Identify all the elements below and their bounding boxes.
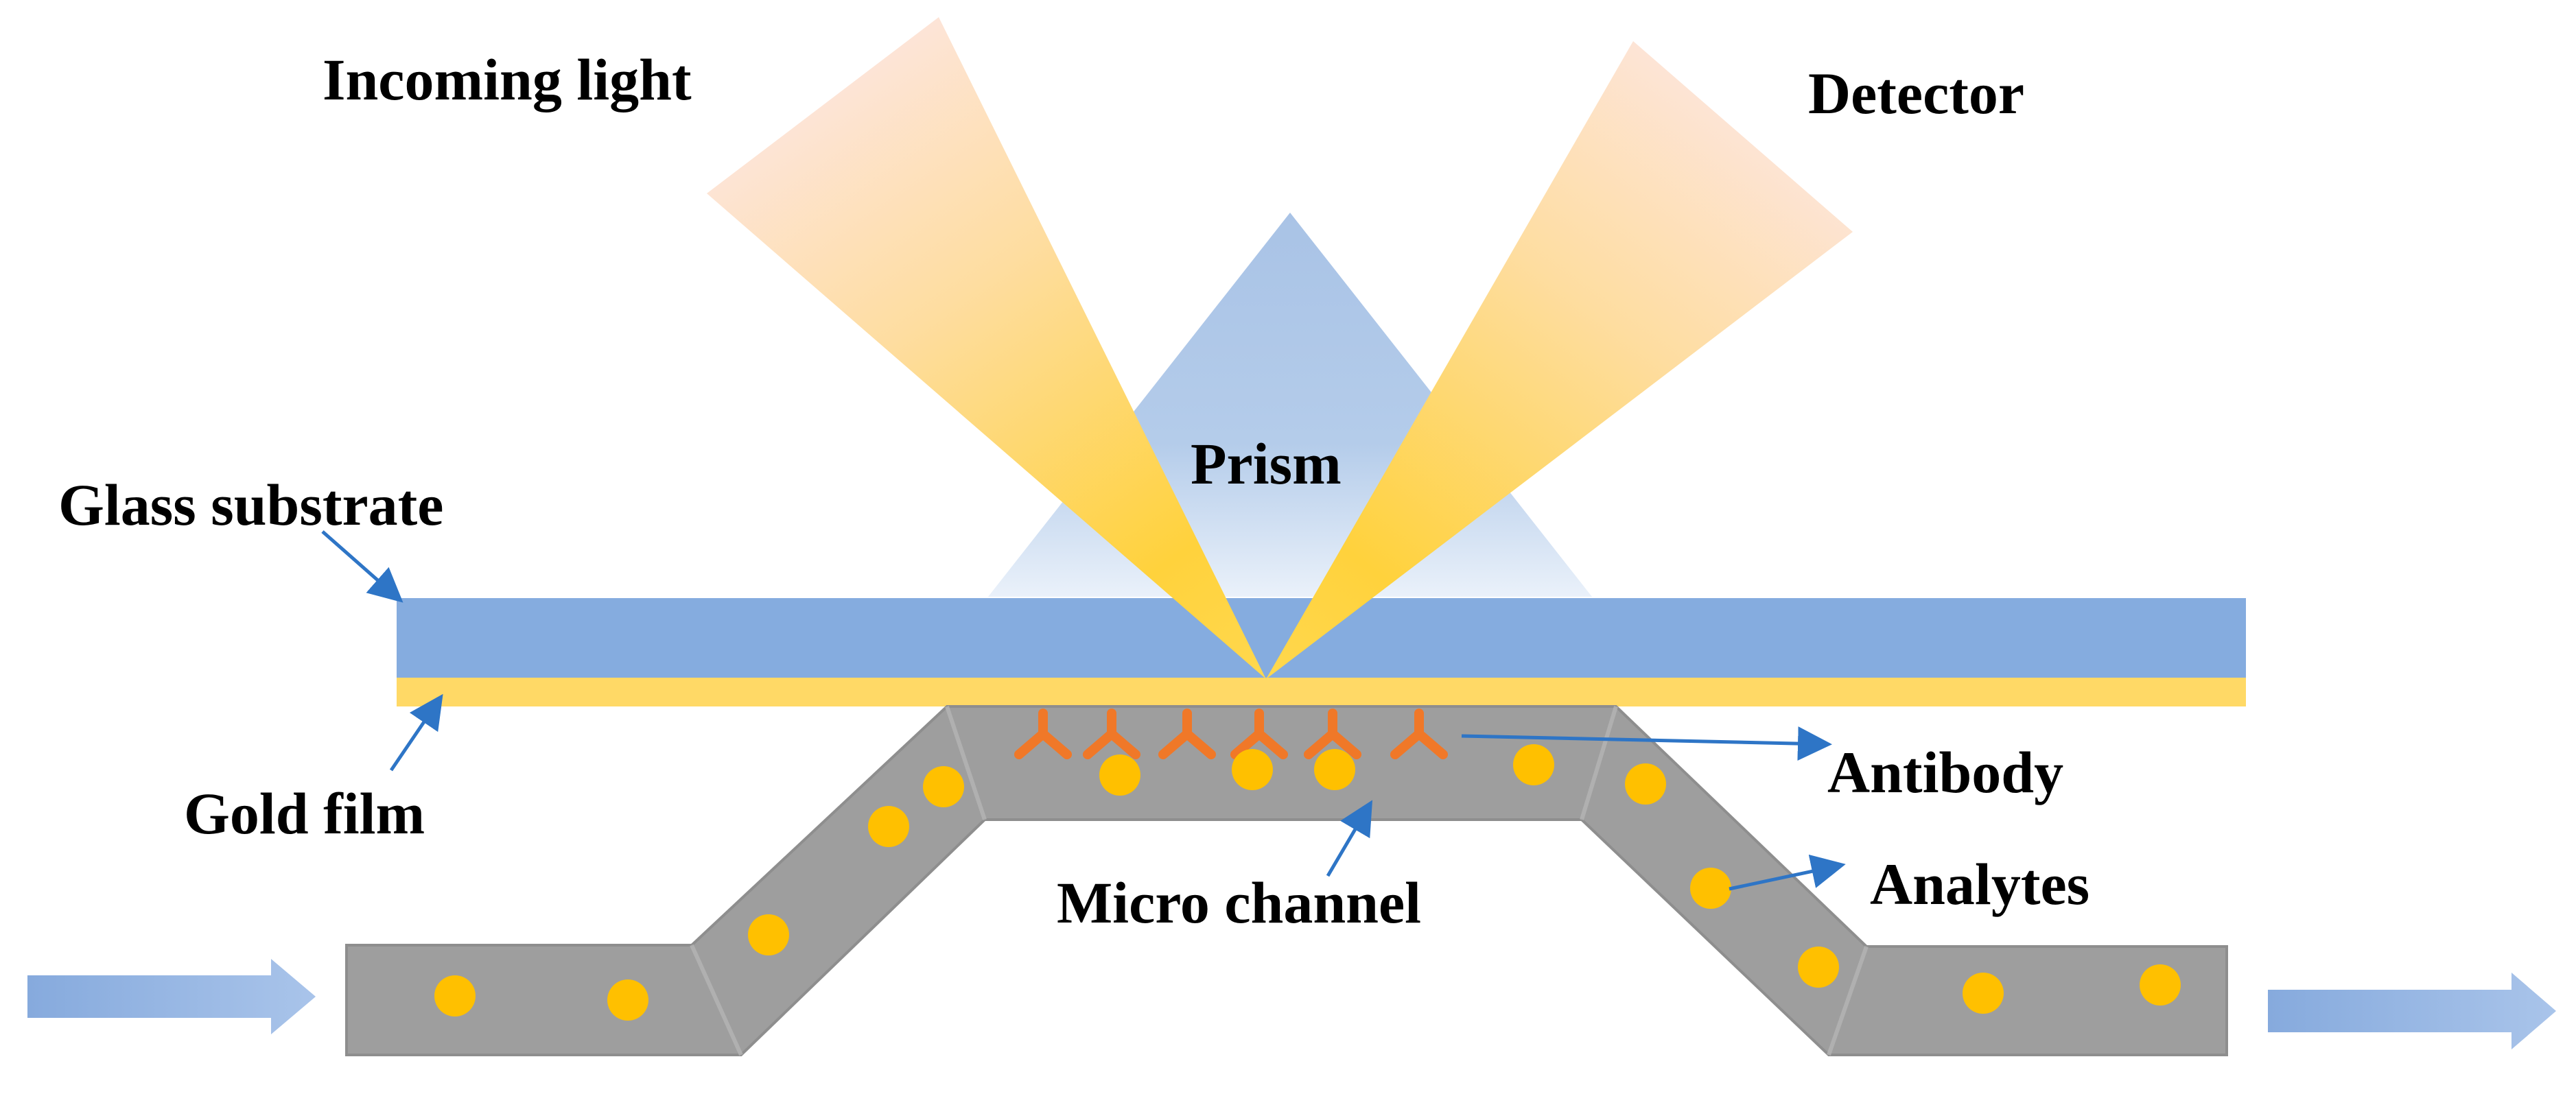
analyte-dot (1314, 749, 1355, 790)
incoming-light-beam (707, 17, 1266, 679)
analyte-dot (2140, 964, 2181, 1006)
analyte-dot (607, 979, 648, 1021)
inflow-arrow (27, 959, 316, 1034)
antibody-row (1014, 709, 1448, 759)
antibody-icon (1014, 709, 1072, 759)
analyte-dot (1232, 749, 1273, 790)
analyte-dot (748, 914, 789, 955)
analyte-dot (1798, 947, 1839, 988)
analytes (434, 744, 2181, 1021)
antibody-icon (1083, 709, 1140, 759)
detector-label: Detector (1808, 60, 2024, 126)
prism-label: Prism (1191, 431, 1342, 497)
analyte-dot (868, 806, 909, 847)
antibody-icon (1158, 709, 1216, 759)
annotation-arrows (321, 530, 1846, 891)
micro-channel-pointer (1326, 800, 1373, 877)
antibody-pointer (1461, 726, 1832, 761)
antibody-icon (1230, 709, 1288, 759)
antibody-label: Antibody (1827, 739, 2063, 805)
outflow-arrow (2268, 973, 2556, 1049)
antibody-icon (1390, 709, 1448, 759)
glass-substrate-pointer (321, 530, 403, 603)
analytes-pointer (1729, 854, 1846, 891)
gold-film-label: Gold film (184, 781, 425, 846)
antibody-icon (1304, 709, 1361, 759)
analyte-dot (434, 975, 476, 1016)
analyte-dot (1513, 744, 1554, 785)
analyte-dot (1625, 763, 1666, 805)
analyte-dot (1690, 868, 1731, 909)
analyte-dot (923, 766, 964, 807)
reflected-light-beam (1266, 41, 1853, 679)
glass-substrate-label: Glass substrate (58, 472, 443, 538)
analyte-dot (1099, 754, 1140, 796)
gold-film-layer (397, 678, 2246, 706)
micro-channel-shading (690, 706, 1869, 1056)
gold-film-pointer (389, 693, 443, 772)
analytes-label: Analytes (1870, 851, 2089, 917)
incoming-light-label: Incoming light (323, 47, 692, 112)
micro-channel-label: Micro channel (1057, 870, 1421, 936)
analyte-dot (1963, 973, 2004, 1014)
